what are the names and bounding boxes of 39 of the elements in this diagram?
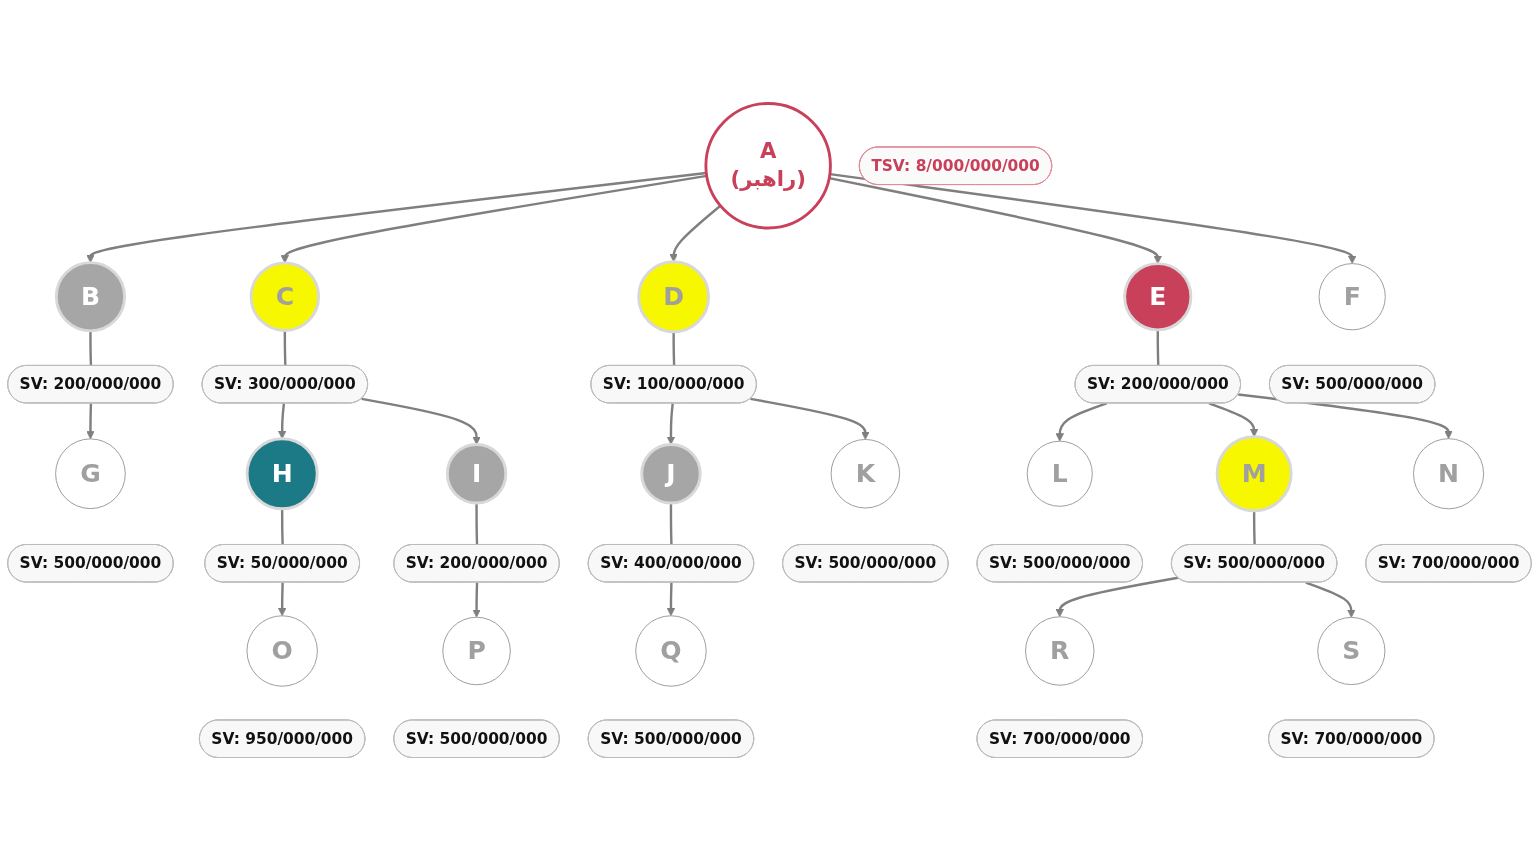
- arrow: [666, 403, 676, 445]
- arrow: [750, 397, 870, 440]
- arrow: [86, 171, 707, 263]
- node-circle: E: [1123, 262, 1193, 332]
- arrow: [361, 397, 481, 445]
- node-circle: I: [445, 443, 508, 505]
- arrow: [280, 174, 707, 264]
- node-circle: H: [245, 437, 319, 511]
- connector: [475, 502, 479, 545]
- arrow: [1055, 576, 1179, 618]
- node-circle: D: [637, 260, 711, 334]
- node-circle: L: [1026, 440, 1093, 507]
- node-circle: N: [1413, 438, 1485, 510]
- node-circle: G: [55, 438, 126, 510]
- arrow: [829, 172, 1357, 264]
- node-circle: B: [54, 261, 126, 333]
- connector: [280, 508, 284, 545]
- connector: [669, 502, 673, 545]
- connector: [672, 331, 676, 366]
- node-circle: Q: [635, 615, 707, 687]
- connector: [283, 330, 287, 366]
- node-circle: S: [1317, 616, 1386, 686]
- connector: [89, 330, 93, 366]
- node-circle: M: [1215, 435, 1293, 513]
- arrow: [1305, 581, 1356, 618]
- node-circle: J: [640, 443, 702, 505]
- arrow: [277, 582, 287, 617]
- connector: [1252, 510, 1256, 545]
- arrow: [472, 582, 481, 618]
- arrow: [1055, 402, 1107, 442]
- node-circle: O: [246, 615, 318, 687]
- arrow: [86, 403, 95, 440]
- node-circle: R: [1025, 616, 1095, 686]
- node-circle: F: [1318, 263, 1386, 331]
- arrow: [666, 582, 676, 617]
- node-circle: P: [442, 616, 511, 686]
- node-circle: C: [249, 261, 321, 332]
- node-circle: K: [830, 438, 901, 509]
- connector: [1156, 329, 1160, 366]
